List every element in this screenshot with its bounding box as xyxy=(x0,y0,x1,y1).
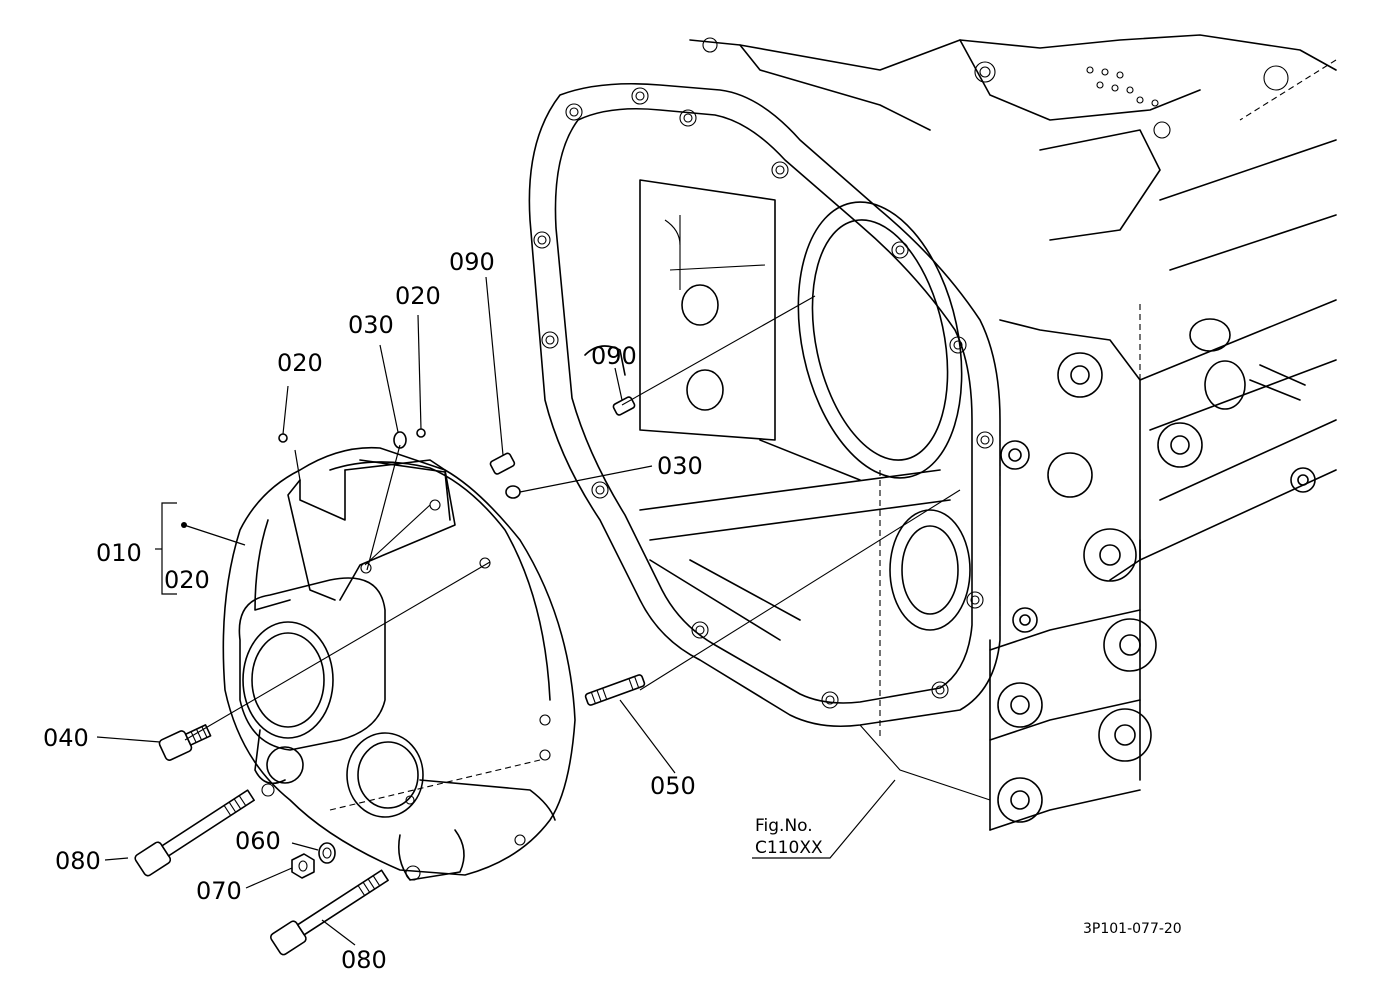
callout-010: 010 xyxy=(96,539,142,567)
leader-lines xyxy=(96,276,961,946)
callout-030-top: 030 xyxy=(348,311,394,339)
callout-060: 060 xyxy=(235,827,281,855)
callout-080-lower: 080 xyxy=(341,946,387,974)
callout-080-upper: 080 xyxy=(55,847,101,875)
callout-labels: 010 020 020 030 020 090 090 030 040 050 … xyxy=(43,248,1182,974)
small-parts-drawing xyxy=(134,396,646,956)
callout-030-mid: 030 xyxy=(657,452,703,480)
callout-090-top: 090 xyxy=(449,248,495,276)
callout-090-mid: 090 xyxy=(591,342,637,370)
callout-050: 050 xyxy=(650,772,696,800)
callout-020-top: 020 xyxy=(395,282,441,310)
callout-020-left: 020 xyxy=(277,349,323,377)
callout-020-bracket: 020 xyxy=(164,566,210,594)
transmission-case-drawing xyxy=(528,34,1337,859)
drawing-code: 3P101-077-20 xyxy=(1083,921,1182,937)
figure-ref-line1: Fig.No. xyxy=(755,816,813,836)
callout-070: 070 xyxy=(196,877,242,905)
figure-ref-line2: C110XX xyxy=(755,838,823,858)
cover-housing-drawing xyxy=(222,446,576,881)
callout-040: 040 xyxy=(43,724,89,752)
